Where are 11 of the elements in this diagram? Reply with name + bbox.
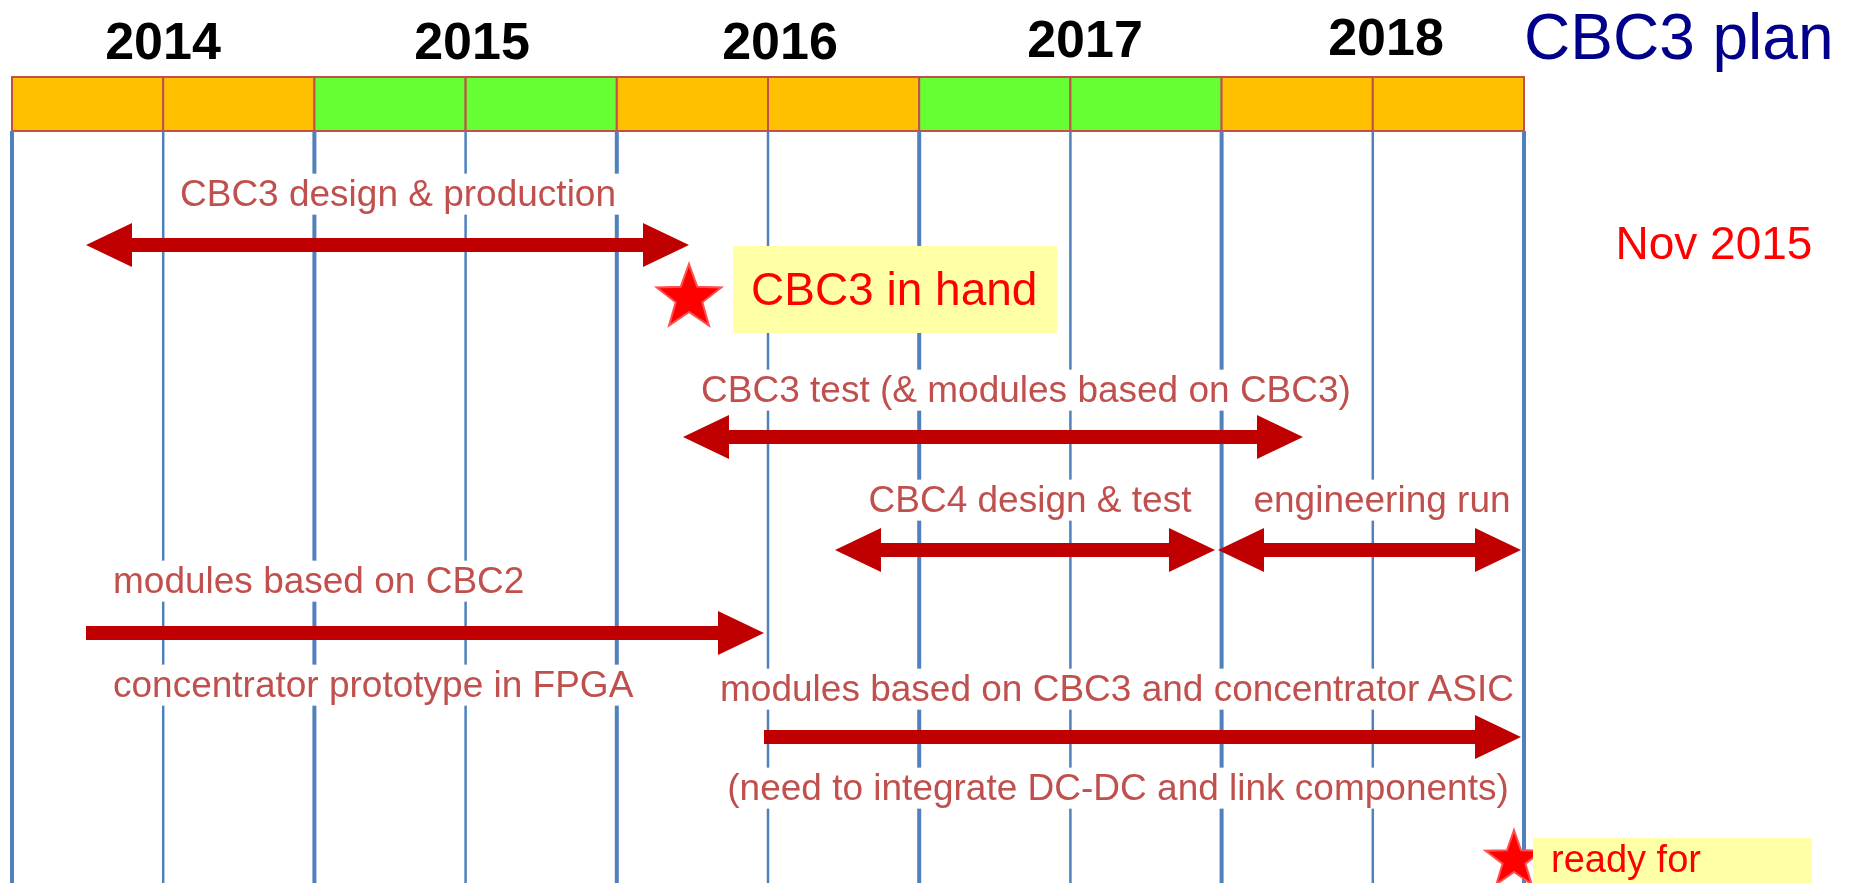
highlight-text: ready for	[1551, 838, 1702, 882]
year-label: 2014	[105, 13, 221, 71]
title: CBC3 plan	[1524, 2, 1834, 73]
year-label: 2015	[414, 13, 530, 71]
year-label: 2017	[1027, 11, 1143, 69]
date-label: Nov 2015	[1615, 217, 1813, 269]
year-label: 2016	[722, 13, 838, 71]
highlight-box	[1533, 838, 1812, 883]
highlight-box	[733, 246, 1057, 333]
highlight-text: CBC3 in hand	[751, 263, 1039, 316]
year-label: 2018	[1328, 9, 1444, 67]
